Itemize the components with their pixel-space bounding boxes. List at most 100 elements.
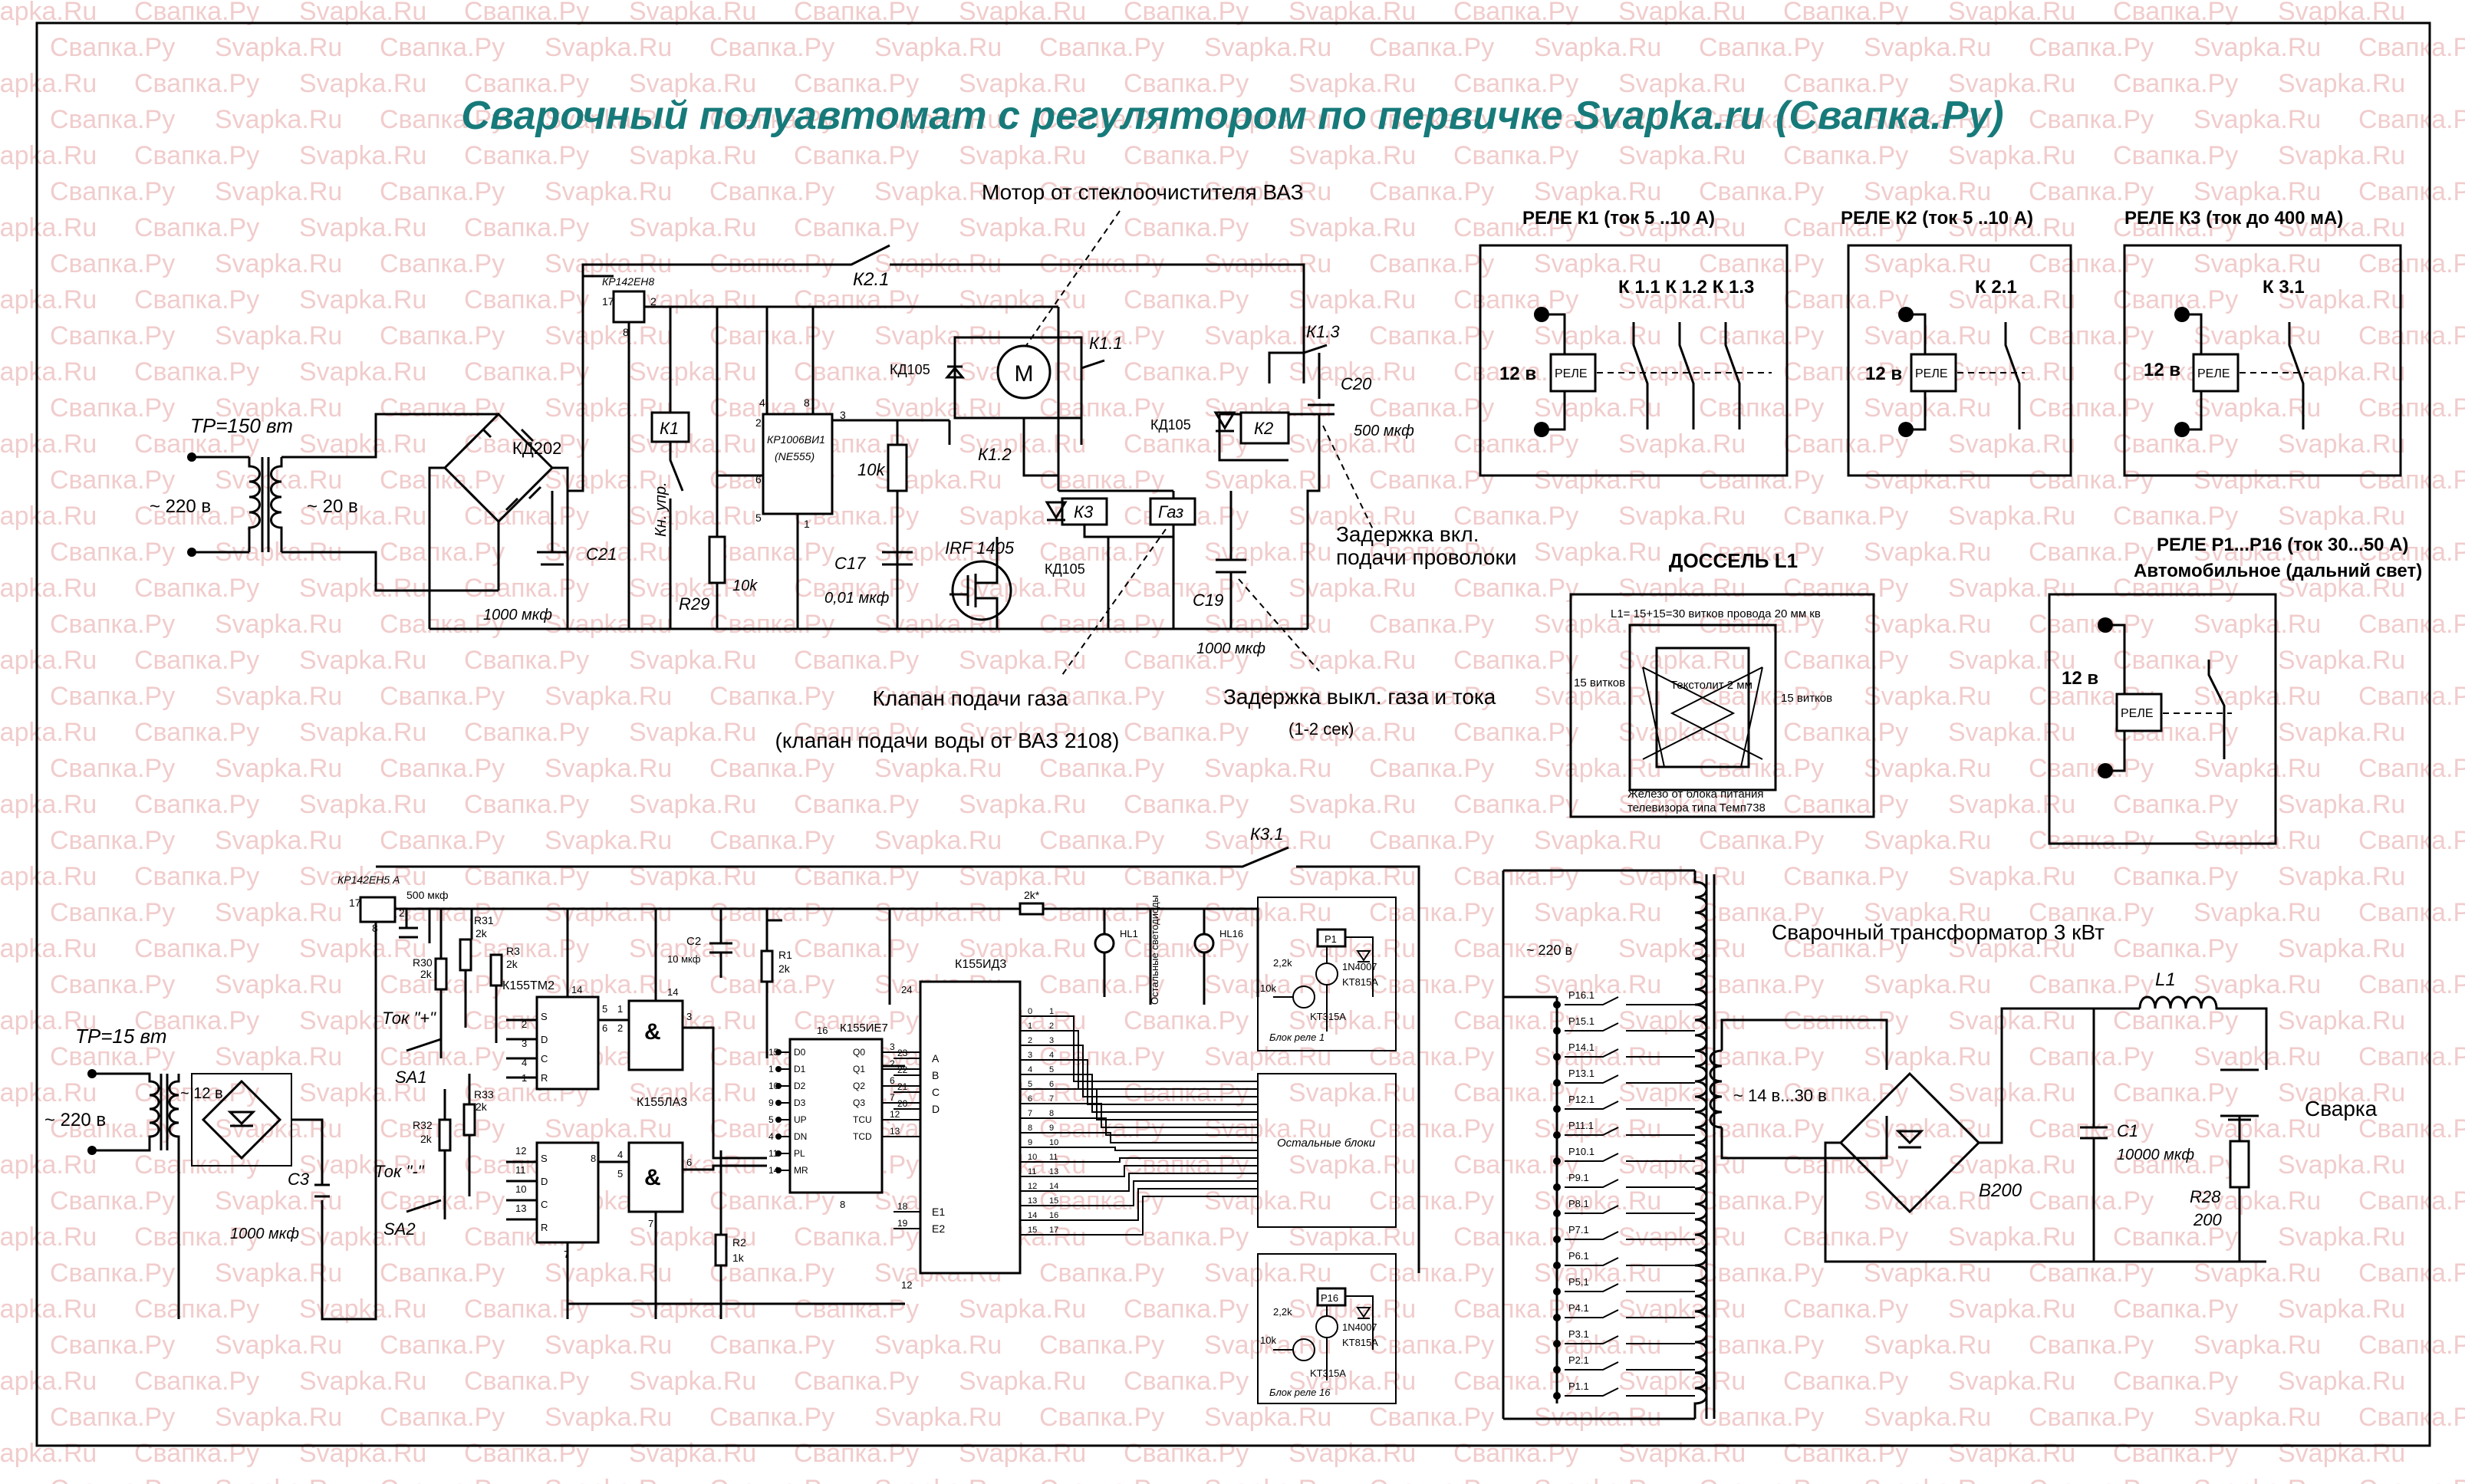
k3-label: К3 [1074, 502, 1094, 522]
relay-k3-wires [2182, 313, 2203, 431]
watermark-text: Свапка.Ру [1699, 1475, 1824, 1484]
k11-label: К1.1 [1089, 334, 1123, 353]
c21-label: C21 [586, 545, 617, 564]
watermark-text: Svapka.Ru [1864, 682, 1991, 711]
flyback-diode [1356, 1307, 1371, 1319]
watermark-text: Svapka.Ru [1948, 1222, 2075, 1252]
watermark-text: Свапка.Ру [2358, 898, 2465, 927]
k21-label: К2.1 [853, 269, 890, 290]
watermark-text: Свапка.Ру [464, 718, 589, 747]
watermark-text: Svapka.Ru [1288, 790, 1416, 819]
watermark-text: Свапка.Ру [1124, 1439, 1249, 1468]
watermark-text: Свапка.Ру [709, 682, 834, 711]
id3-decoder [919, 980, 1022, 1275]
upper-transformer-label: ТР=150 вт [190, 414, 293, 437]
r28-value: 200 [2193, 1210, 2222, 1229]
k13-label: К1.3 [1306, 322, 1340, 341]
watermark-text: Svapka.Ru [629, 790, 756, 819]
watermark-text: Svapka.Ru [545, 105, 672, 134]
watermark-text: Свапка.Ру [50, 1114, 175, 1143]
watermark-text: Свапка.Ру [709, 1475, 834, 1484]
r3-value: 2k [506, 958, 518, 970]
relay-block-1 [1257, 897, 1397, 1051]
watermark-text: Svapka.Ru [629, 429, 756, 459]
watermark-text: Svapka.Ru [1534, 177, 1661, 206]
watermark-text: Svapka.Ru [1618, 934, 1746, 963]
watermark-text: Свапка.Ру [1039, 898, 1164, 927]
primary-taps: P16.1P15.1P14.1P13.1P12.1P11.1P10.1P9.1P… [1502, 870, 1695, 1419]
ie7-pin-name: Q2 [853, 1081, 865, 1091]
watermark-text: Свапка.Ру [2029, 1259, 2154, 1288]
watermark-text: Svapka.Ru [0, 862, 97, 891]
watermark-text: Svapka.Ru [1288, 0, 1416, 26]
relay-k1-voltage: 12 в [1499, 364, 1536, 384]
watermark-text: Svapka.Ru [299, 285, 426, 314]
watermark-text: Svapka.Ru [1618, 1367, 1746, 1396]
watermark-text: Свапка.Ру [1039, 538, 1164, 567]
watermark-text: Свапка.Ру [794, 141, 919, 170]
watermark-text: Свапка.Ру [2113, 574, 2238, 603]
watermark-text: Svapka.Ru [629, 285, 756, 314]
id3-output-line [1020, 1132, 1258, 1143]
relay-k3-voltage: 12 в [2144, 360, 2180, 380]
watermark-text: Svapka.Ru [959, 0, 1086, 26]
tm2-pin: 13 [515, 1203, 526, 1214]
watermark-text: Свапка.Ру [1039, 33, 1164, 62]
watermark-text: Свапка.Ру [464, 357, 589, 387]
motor-letter: M [1015, 361, 1034, 387]
relay-k1-switches [1632, 322, 1741, 429]
watermark-text: Свапка.Ру [50, 898, 175, 927]
reg-pin: 2 [650, 295, 657, 308]
watermark-text: Svapka.Ru [215, 898, 342, 927]
id3-output-name: 0 [1028, 1007, 1032, 1016]
watermark-text: Свапка.Ру [1369, 177, 1494, 206]
watermark-text: Svapka.Ru [629, 0, 756, 26]
watermark-text: Svapka.Ru [1864, 1475, 1991, 1484]
delay-on-note: подачи проволоки [1336, 545, 1516, 569]
k31-supply [376, 846, 1420, 1273]
watermark-text: Свапка.Ру [1783, 285, 1908, 314]
watermark-text: Свапка.Ру [50, 1259, 175, 1288]
c19-capacitor [1216, 491, 1246, 629]
watermark-text: Свапка.Ру [709, 610, 834, 639]
watermark-text: Свапка.Ру [1699, 1331, 1824, 1360]
id3-output-name: 5 [1028, 1080, 1032, 1089]
watermark-text: Svapka.Ru [1204, 970, 1331, 999]
delay-off-note: Задержка выкл. газа и тока [1223, 685, 1496, 709]
timer-pin: 6 [755, 473, 762, 485]
watermark-text: Svapka.Ru [874, 754, 1002, 783]
watermark-text: Svapka.Ru [2193, 538, 2321, 567]
watermark-text: Свапка.Ру [1783, 574, 1908, 603]
watermark-text: Свапка.Ру [2113, 141, 2238, 170]
r1-resistor [760, 949, 774, 983]
watermark-text: Свапка.Ру [2358, 1331, 2465, 1360]
watermark-text: Svapka.Ru [1204, 321, 1331, 350]
watermark-text: Свапка.Ру [1124, 790, 1249, 819]
id3-pin-number: 20 [897, 1098, 908, 1109]
r30-value: 2k [420, 968, 433, 980]
watermark-text: Свапка.Ру [2358, 538, 2465, 567]
ie7-pin-number: 10 [768, 1081, 779, 1091]
watermark-text: Свапка.Ру [2113, 1078, 2238, 1107]
tm2-pin-letter: C [541, 1199, 548, 1210]
watermark-text: Svapka.Ru [545, 33, 672, 62]
watermark-text: Свапка.Ру [1039, 105, 1164, 134]
kd105-label: КД105 [1045, 561, 1085, 577]
r32-label: R32 [413, 1119, 433, 1131]
ie7-pin-name: DN [794, 1131, 807, 1142]
tm2-pin-letter: D [541, 1176, 548, 1187]
tm2-label: К155ТМ2 [502, 979, 555, 992]
watermark-text: Svapka.Ru [0, 574, 97, 603]
relay-wiring [1057, 475, 1175, 629]
watermark-text: Свапка.Ру [2029, 970, 2154, 999]
watermark-text: Svapka.Ru [1864, 393, 1991, 423]
sa2-switch [406, 1074, 471, 1219]
ie7-pin-number: 4 [768, 1131, 774, 1142]
driver-resistor: 10k [1260, 1334, 1276, 1346]
mosfet-label: IRF 1405 [945, 538, 1015, 558]
watermark-text: Svapka.Ru [545, 970, 672, 999]
watermark-text: Свапка.Ру [1369, 321, 1494, 350]
c21-capacitor [537, 491, 568, 566]
weld-choke-label: L1 [2155, 969, 2176, 990]
choke-frame [1569, 593, 1875, 818]
